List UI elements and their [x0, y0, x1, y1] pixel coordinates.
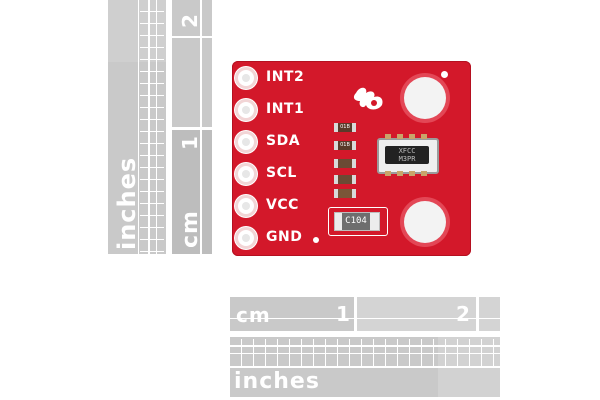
h-inches-line-2 — [230, 353, 500, 354]
chip-pin — [409, 171, 415, 176]
pin-pad-vcc — [235, 195, 257, 217]
ruler-mark-2: 2 — [178, 13, 202, 28]
chip-pin — [385, 134, 391, 139]
pin-label-int1: INT1 — [266, 101, 305, 117]
pin-pad-int1 — [235, 99, 257, 121]
chip-pin — [421, 171, 427, 176]
chip-pin — [409, 134, 415, 139]
pin-pad-gnd — [235, 227, 257, 249]
capacitor-label: C104 — [342, 213, 370, 230]
h-cm-sep-2 — [476, 297, 479, 331]
chip-pin — [421, 134, 427, 139]
cm-strip-sep — [172, 127, 212, 130]
sensor-board: INT2 INT1 SDA SCL VCC GND 01B 01B XFCC M… — [232, 61, 471, 256]
chip-text-line2: M3PR — [398, 155, 416, 163]
capacitor-silkscreen — [328, 207, 388, 236]
cm-strip-sep-top — [172, 36, 212, 38]
h-cm-sep-3 — [230, 318, 500, 319]
mounting-hole-top — [404, 77, 446, 119]
inches-long-ticks-2 — [156, 0, 157, 254]
h-inches-line-1 — [230, 345, 500, 347]
inches-ticks — [140, 0, 164, 254]
resistor-2: 01B — [334, 141, 356, 150]
capacitor-small-1 — [334, 159, 356, 168]
h-inches-line-3 — [230, 366, 500, 368]
pin-label-scl: SCL — [266, 165, 297, 181]
h-ruler-inches-label: inches — [234, 369, 320, 394]
capacitor-small-2 — [334, 175, 356, 184]
capacitor-small-3 — [334, 189, 356, 198]
resistor-1: 01B — [334, 123, 356, 132]
pin-pad-sda — [235, 131, 257, 153]
pin-pad-scl — [235, 163, 257, 185]
h-ruler-cm-label: cm — [236, 303, 271, 327]
h-ruler-mark-2: 2 — [456, 302, 471, 326]
chip-lid: XFCC M3PR — [385, 146, 429, 164]
h-cm-sep-1 — [354, 297, 357, 331]
ruler-mark-1: 1 — [178, 135, 202, 150]
pin-pad-int2 — [235, 67, 257, 89]
ruler-inches-label: inches — [113, 156, 141, 250]
pin-label-int2: INT2 — [266, 69, 305, 85]
flame-logo-icon — [353, 87, 383, 110]
pin-label-sda: SDA — [266, 133, 301, 149]
h-ruler-mark-1: 1 — [336, 302, 351, 326]
pressure-sensor-chip: XFCC M3PR — [377, 134, 439, 176]
cm-strip-lower — [172, 128, 212, 254]
capacitor-c104: C104 — [334, 212, 380, 231]
ruler-cm-label: cm — [178, 210, 203, 248]
fiducial-dot — [441, 71, 448, 78]
via-dot — [313, 237, 319, 243]
inches-long-ticks — [148, 0, 150, 254]
chip-pin — [397, 171, 403, 176]
inches-strip-divider — [138, 0, 139, 254]
pin-label-gnd: GND — [266, 229, 303, 245]
chip-text-line1: XFCC — [398, 147, 416, 155]
pin-label-vcc: VCC — [266, 197, 299, 213]
chip-pin — [385, 171, 391, 176]
chip-pin — [397, 134, 403, 139]
mounting-hole-bottom — [404, 201, 446, 243]
